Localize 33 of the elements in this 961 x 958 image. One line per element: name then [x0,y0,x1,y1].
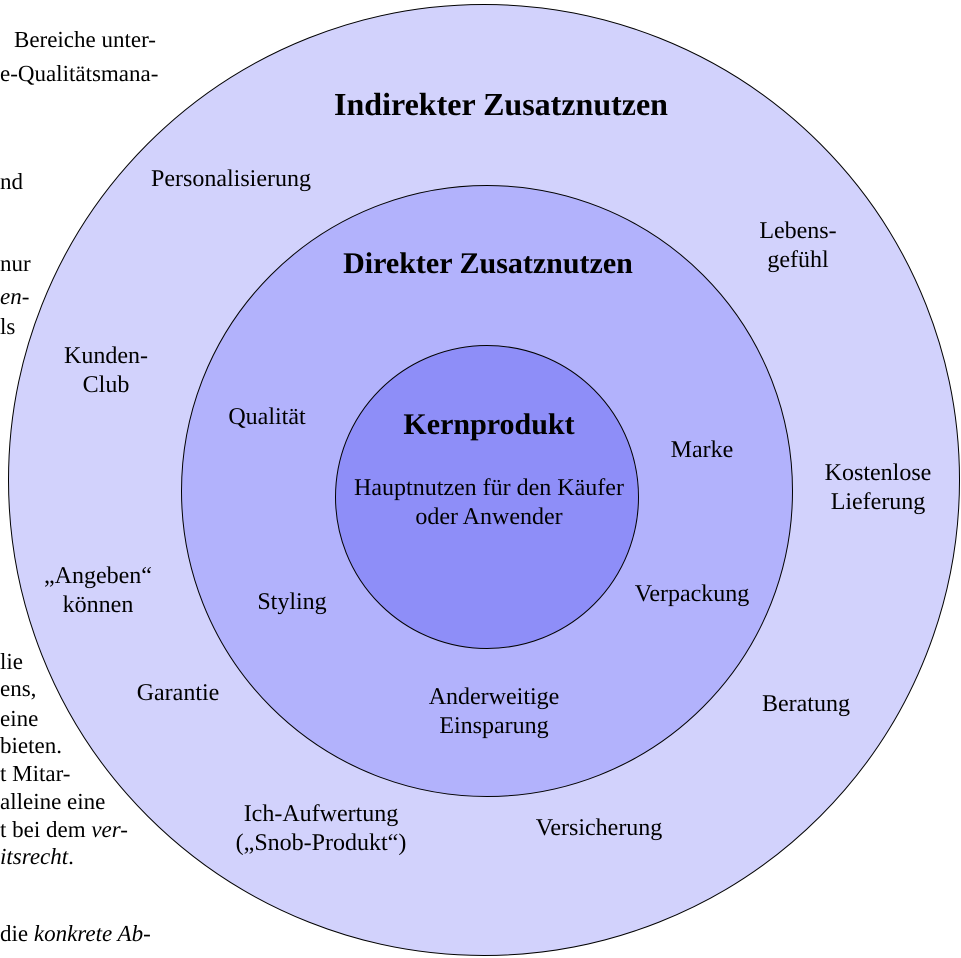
benefit-label: Hauptnutzen für den Käufer oder Anwender [354,474,624,532]
page-text-fragment: lie [0,650,23,673]
page-text-fragment: e-Qualitätsmana- [0,62,158,85]
page-text-fragment: Bereiche unter- [14,28,156,51]
benefit-label: „Angeben“ können [43,562,153,620]
page-text-fragment: en- [0,285,30,308]
page-text-fragment: nd [0,170,23,193]
page-text-fragment: ens, [0,677,36,700]
page-text-fragment: bieten. [0,734,62,757]
circle-heading: Direkter Zusatznutzen [342,246,634,282]
page-text-fragment: ls [0,315,16,338]
page-text-fragment: t Mitar- [0,762,70,785]
circle-heading: Indirekter Zusatznutzen [333,85,669,124]
benefit-label: Garantie [136,678,220,708]
page-text-fragment: nur [0,252,31,275]
page-text-fragment: eine [0,707,38,730]
benefit-label: Lebens- gefühl [758,217,838,275]
benefit-label: Beratung [761,690,851,718]
benefit-label: Qualität [227,402,307,432]
benefit-label: Kostenlose Lieferung [824,459,932,517]
page-text-fragment: t bei dem ver- [0,818,128,841]
benefit-label: Versicherung [534,814,664,842]
benefit-label: Anderweitige Einsparung [428,683,560,741]
benefit-label: Verpackung [634,580,750,608]
benefit-label: Marke [670,436,734,464]
page-text-fragment: itsrecht. [0,845,74,868]
benefit-label: Kunden- Club [63,342,149,400]
page-text-fragment: alleine eine [0,790,106,813]
circle-heading: Kernprodukt [402,407,576,443]
benefit-label: Personalisierung [150,164,312,194]
benefit-label: Styling [256,588,328,616]
benefit-label: Ich-Aufwertung („Snob-Produkt“) [234,800,408,858]
page-text-fragment: die konkrete Ab- [0,922,151,945]
